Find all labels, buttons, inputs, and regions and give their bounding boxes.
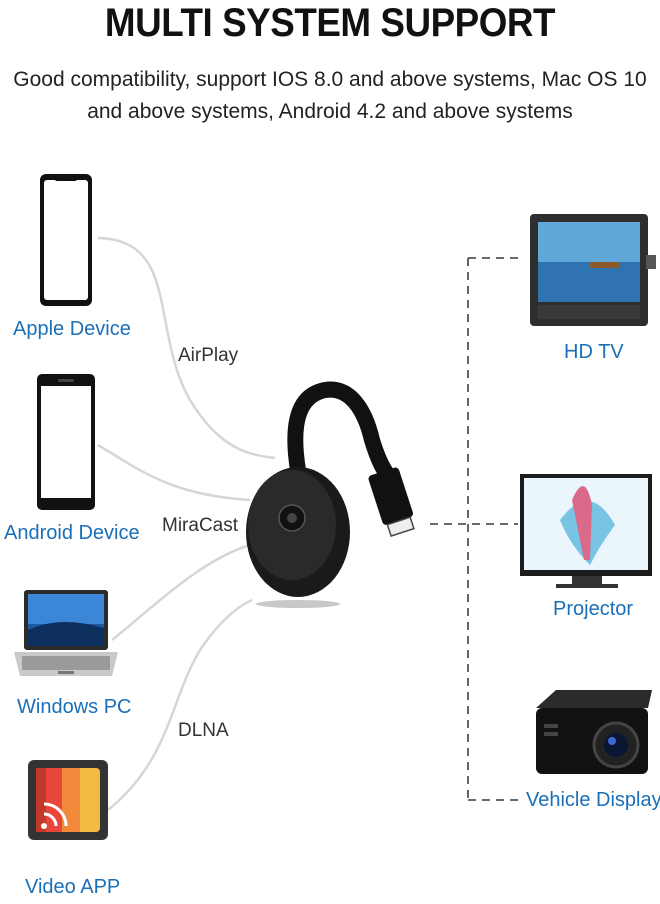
page-title: MULTI SYSTEM SUPPORT [104, 1, 556, 45]
vehicle-display-icon [536, 690, 652, 774]
output-connectors [430, 257, 518, 801]
protocol-miracast: MiraCast [162, 515, 239, 536]
android-phone-icon [37, 374, 95, 510]
label-projector: Projector [553, 598, 634, 620]
projector-tv-icon [520, 474, 652, 588]
hd-tv-icon [530, 214, 656, 326]
label-vehicle-display: Vehicle Display [526, 789, 660, 811]
apple-phone-icon [40, 174, 92, 306]
label-hd-tv: HD TV [564, 341, 624, 363]
protocol-airplay: AirPlay [178, 345, 239, 366]
label-android-device: Android Device [4, 522, 140, 544]
connector-videoapp [107, 598, 253, 811]
label-apple-device: Apple Device [13, 318, 131, 340]
hdmi-dongle-icon [246, 381, 415, 608]
label-windows-pc: Windows PC [17, 696, 132, 718]
video-app-icon [28, 760, 108, 840]
source-connectors [97, 236, 276, 811]
page-subtitle: Good compatibility, support IOS 8.0 and … [13, 68, 647, 123]
laptop-icon [14, 590, 118, 676]
protocol-dlna: DLNA [178, 720, 229, 741]
connector-apple [97, 236, 276, 460]
connector-windows [111, 543, 251, 641]
connector-android [97, 443, 251, 502]
label-video-app: Video APP [25, 876, 121, 898]
